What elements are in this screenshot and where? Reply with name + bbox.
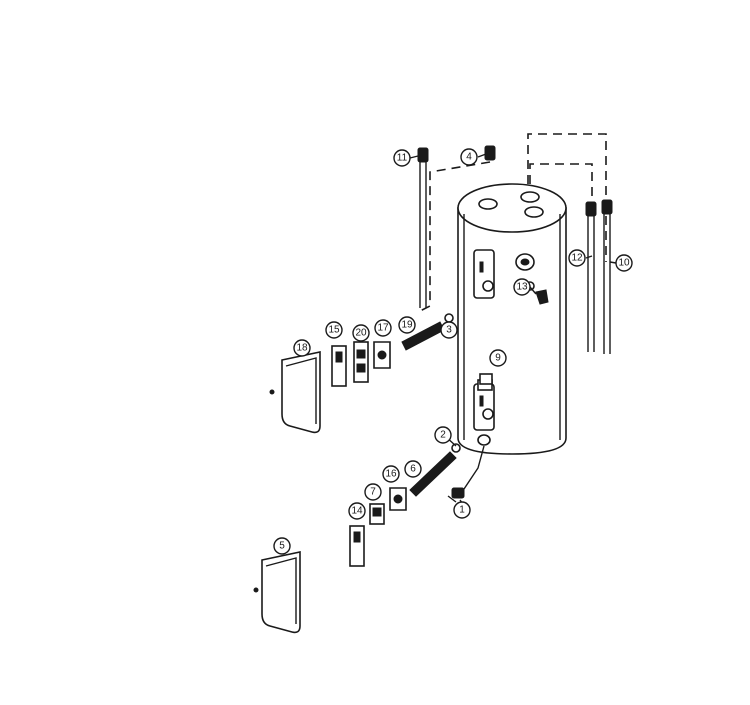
callout-7: 7: [364, 483, 382, 501]
callout-label: 15: [328, 325, 340, 336]
callout-label: 13: [516, 282, 528, 293]
callout-label: 12: [571, 253, 583, 264]
callout-label: 18: [296, 343, 308, 354]
callout-19: 19: [398, 316, 416, 334]
callout-label: 14: [351, 506, 363, 517]
callout-17: 17: [374, 319, 392, 337]
callout-16: 16: [382, 465, 400, 483]
callout-label: 11: [397, 153, 408, 164]
callout-label: 7: [370, 487, 376, 498]
callout-13: 13: [513, 278, 531, 296]
callout-3: 3: [440, 321, 458, 339]
callout-label: 17: [377, 323, 389, 334]
callout-label: 2: [440, 430, 446, 441]
water-heater-tank: [457, 183, 567, 455]
callout-label: 16: [385, 469, 397, 480]
drain-valve: [447, 445, 485, 503]
callout-12: 12: [568, 249, 586, 267]
lower-element-assembly: [253, 373, 493, 634]
callout-14: 14: [348, 502, 366, 520]
callout-10: 10: [615, 254, 633, 272]
callout-label: 9: [495, 353, 501, 364]
callout-label: 6: [410, 464, 416, 475]
callout-11: 11: [393, 149, 411, 167]
callout-label: 4: [466, 152, 472, 163]
upper-element-assembly: [269, 281, 549, 434]
callout-5: 5: [273, 537, 291, 555]
callout-18: 18: [293, 339, 311, 357]
callout-2: 2: [434, 426, 452, 444]
callout-4: 4: [460, 148, 478, 166]
callout-9: 9: [489, 349, 507, 367]
callout-label: 1: [459, 505, 465, 516]
callout-label: 5: [279, 541, 285, 552]
dashed-connection-lines: [417, 133, 607, 313]
callout-6: 6: [404, 460, 422, 478]
pipes: [417, 145, 613, 354]
callout-label: 19: [401, 320, 413, 331]
callout-20: 20: [352, 324, 370, 342]
callout-1: 1: [453, 501, 471, 519]
callout-15: 15: [325, 321, 343, 339]
callout-label: 10: [618, 258, 630, 269]
callout-label: 3: [446, 325, 452, 336]
callout-label: 20: [355, 328, 367, 339]
